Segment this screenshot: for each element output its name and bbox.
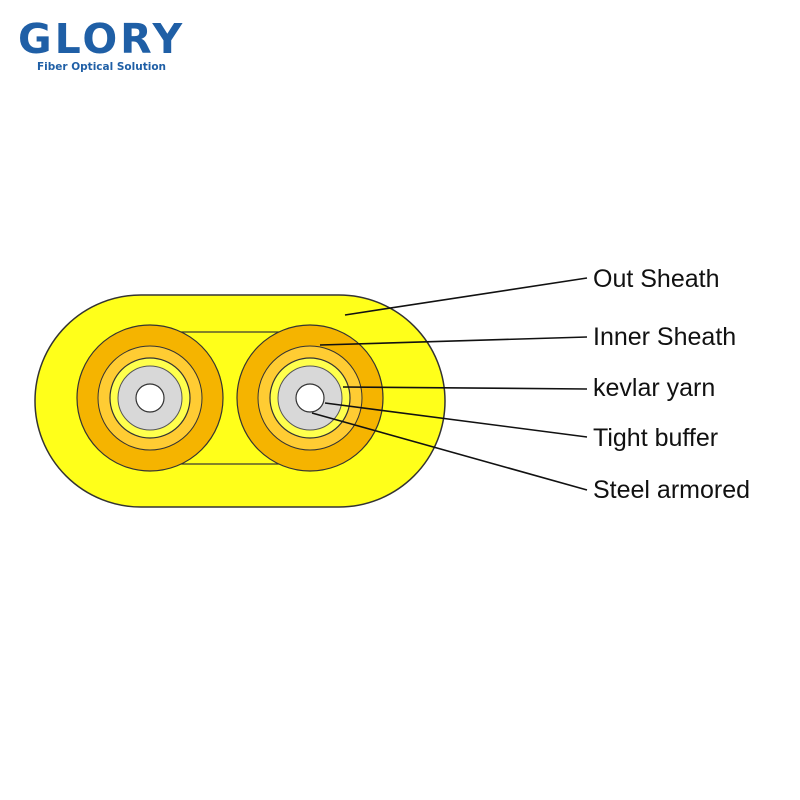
- leader-inner-sheath: [319, 336, 588, 346]
- right-fiber-unit: [236, 324, 384, 472]
- brand-logo: GLORY Fiber Optical Solution: [18, 14, 188, 78]
- left-fiber-unit: [76, 324, 224, 472]
- label-tight-buffer: Tight buffer: [593, 424, 719, 452]
- leader-steel-armored: [311, 412, 588, 491]
- brand-name: GLORY: [18, 15, 186, 63]
- label-out-sheath: Out Sheath: [593, 265, 720, 293]
- label-steel-armored: Steel armored: [593, 476, 751, 504]
- label-kevlar-yarn: kevlar yarn: [593, 374, 716, 402]
- brand-tagline: Fiber Optical Solution: [37, 61, 167, 73]
- leader-out-sheath: [344, 277, 588, 316]
- leader-tight-buffer: [324, 402, 588, 438]
- leader-lines: [311, 277, 588, 491]
- label-inner-sheath: Inner Sheath: [593, 323, 737, 351]
- leader-kevlar-yarn: [342, 386, 588, 390]
